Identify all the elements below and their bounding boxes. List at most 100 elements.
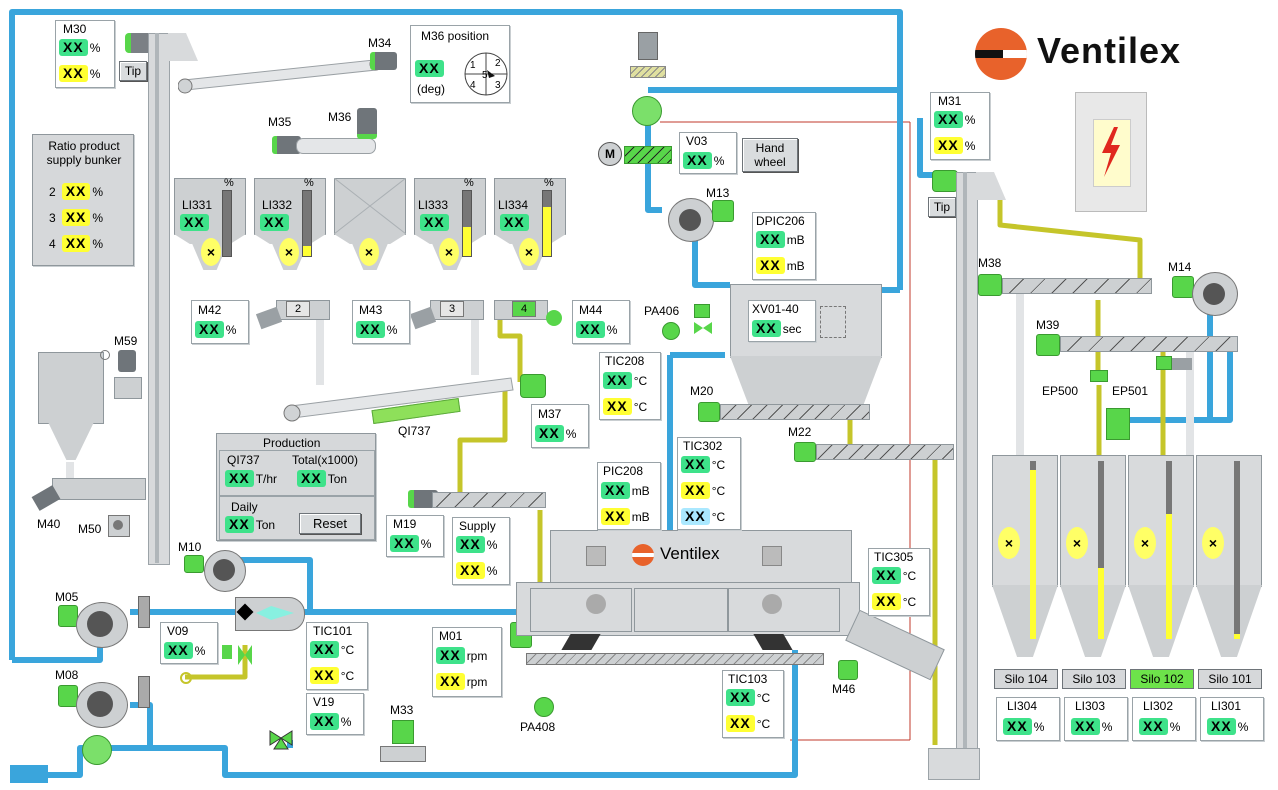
ep501-valve[interactable] [1156,356,1172,370]
silo-101-tab[interactable]: Silo 101 [1198,669,1262,689]
pa406-indicator [662,322,680,340]
tic103-setpoint[interactable]: XX [726,715,755,732]
li304-panel: LI304 XX% [996,697,1060,741]
silo-103-tab[interactable]: Silo 103 [1062,669,1126,689]
tic302-setpoint[interactable]: XX [681,482,710,499]
m13-motor-icon[interactable] [712,200,734,222]
m10-motor-icon[interactable] [184,555,204,573]
m38-motor-icon[interactable] [978,274,1002,296]
hand-wheel-button[interactable]: Hand wheel [742,138,798,172]
v19-value: XX [310,713,339,730]
stack-pipe [638,32,658,60]
pic208-setpoint[interactable]: XX [601,508,630,525]
ratio-4-input[interactable]: XX [61,235,91,252]
m31-motor-icon[interactable] [932,170,958,192]
m39-motor-icon[interactable] [1036,334,1060,356]
rotary-valve[interactable] [624,146,672,164]
m36-label: M36 [328,110,352,124]
m35-motor-icon[interactable] [272,136,301,154]
bunker-1-valve-icon[interactable]: × [201,238,221,266]
m36-motor-icon[interactable] [357,108,377,139]
m37-motor-icon[interactable] [520,374,546,398]
silo-104-tab[interactable]: Silo 104 [994,669,1058,689]
tic101-value: XX [310,641,339,658]
fan-m13[interactable] [668,198,714,242]
collecting-belt-conveyor [283,372,523,422]
screw-conveyor-m38 [1002,278,1152,294]
fan-m14[interactable] [1192,272,1238,316]
heater-coil-icon [632,96,662,126]
m44-panel: M44 XX% [572,300,630,344]
bunker-2-valve-icon[interactable]: × [279,238,299,266]
m19-panel: M19 XX% [386,515,444,557]
m30-motor-icon[interactable] [125,33,153,53]
reset-button[interactable]: Reset [299,513,361,534]
m43-panel: M43 XX% [352,300,410,344]
v09-valve-icon[interactable] [238,645,252,665]
tic208-setpoint[interactable]: XX [603,398,632,415]
bunker-4-valve-icon[interactable]: × [439,238,459,266]
bunker-5-valve-icon[interactable]: × [519,238,539,266]
svg-text:5: 5 [482,70,488,81]
silo-102-tab[interactable]: Silo 102 [1130,669,1194,689]
fan-m08[interactable] [76,682,128,728]
feeder-4[interactable]: 4 [494,296,566,330]
li301-value: XX [1207,718,1236,735]
feeder-2-label: 2 [286,301,310,317]
svg-text:4: 4 [470,80,476,91]
tip-button-left[interactable]: Tip [119,61,147,81]
tic305-setpoint[interactable]: XX [872,593,901,610]
m46-label: M46 [832,682,856,696]
fan-m05[interactable] [76,602,128,648]
silo-102-valve-icon[interactable]: × [1134,527,1156,559]
v03-value: XX [683,152,712,169]
ep500-valve[interactable] [1090,370,1108,382]
tic101-setpoint[interactable]: XX [310,667,339,684]
feeder-2[interactable]: 2 [255,296,330,330]
pump-m33[interactable] [380,720,426,764]
motor-m-icon[interactable]: M [598,142,622,166]
screw-conveyor-m20 [720,404,870,420]
m22-motor-icon[interactable] [794,442,816,462]
silo-101-valve-icon[interactable]: × [1202,527,1224,559]
feeder-3[interactable]: 3 [409,296,484,330]
ratio-3-input[interactable]: XX [61,209,91,226]
m30-speed-setpoint[interactable]: XX [59,65,88,82]
m08-motor-icon[interactable] [58,685,78,707]
silo-103-valve-icon[interactable]: × [1066,527,1088,559]
silo-104-valve-icon[interactable]: × [998,527,1020,559]
li303-value: XX [1071,718,1100,735]
fan-m10[interactable] [204,550,246,592]
m36-position-title: M36 position [421,29,490,43]
feeder-4-label: 4 [512,301,536,317]
supply-setpoint[interactable]: XX [456,562,485,579]
bunker-2-level-bar [303,246,311,256]
tic208-value: XX [603,372,632,389]
v03-panel: V03 XX% [679,132,737,174]
m31-speed-setpoint[interactable]: XX [934,137,963,154]
m20-motor-icon[interactable] [698,402,720,422]
m34-motor-icon[interactable] [370,52,397,70]
pa406-valve-icon[interactable] [694,322,712,334]
dpic206-setpoint[interactable]: XX [756,257,785,274]
m01-speed-setpoint[interactable]: XX [436,673,465,690]
tic101-panel: TIC101 XX°C XX°C [306,622,368,690]
m46-motor-icon[interactable] [838,660,858,680]
bunker-3-valve-icon[interactable]: × [359,238,379,266]
li301-panel: LI301 XX% [1200,697,1264,741]
m14-motor-icon[interactable] [1172,276,1194,298]
m59-motor-icon[interactable] [118,350,136,372]
m19-motor-icon[interactable] [408,490,438,508]
li334-value: XX [500,214,529,231]
sample-valve[interactable] [1106,408,1130,440]
tic103-panel: TIC103 XX°C XX°C [722,670,784,738]
three-way-valve-icon[interactable] [268,725,294,751]
m50-motor-icon[interactable] [108,515,130,537]
tip-button-right[interactable]: Tip [928,197,956,217]
heat-exchanger-bottom [82,735,112,765]
ratio-2-input[interactable]: XX [61,183,91,200]
m05-motor-icon[interactable] [58,605,78,627]
m05-label: M05 [55,590,79,604]
